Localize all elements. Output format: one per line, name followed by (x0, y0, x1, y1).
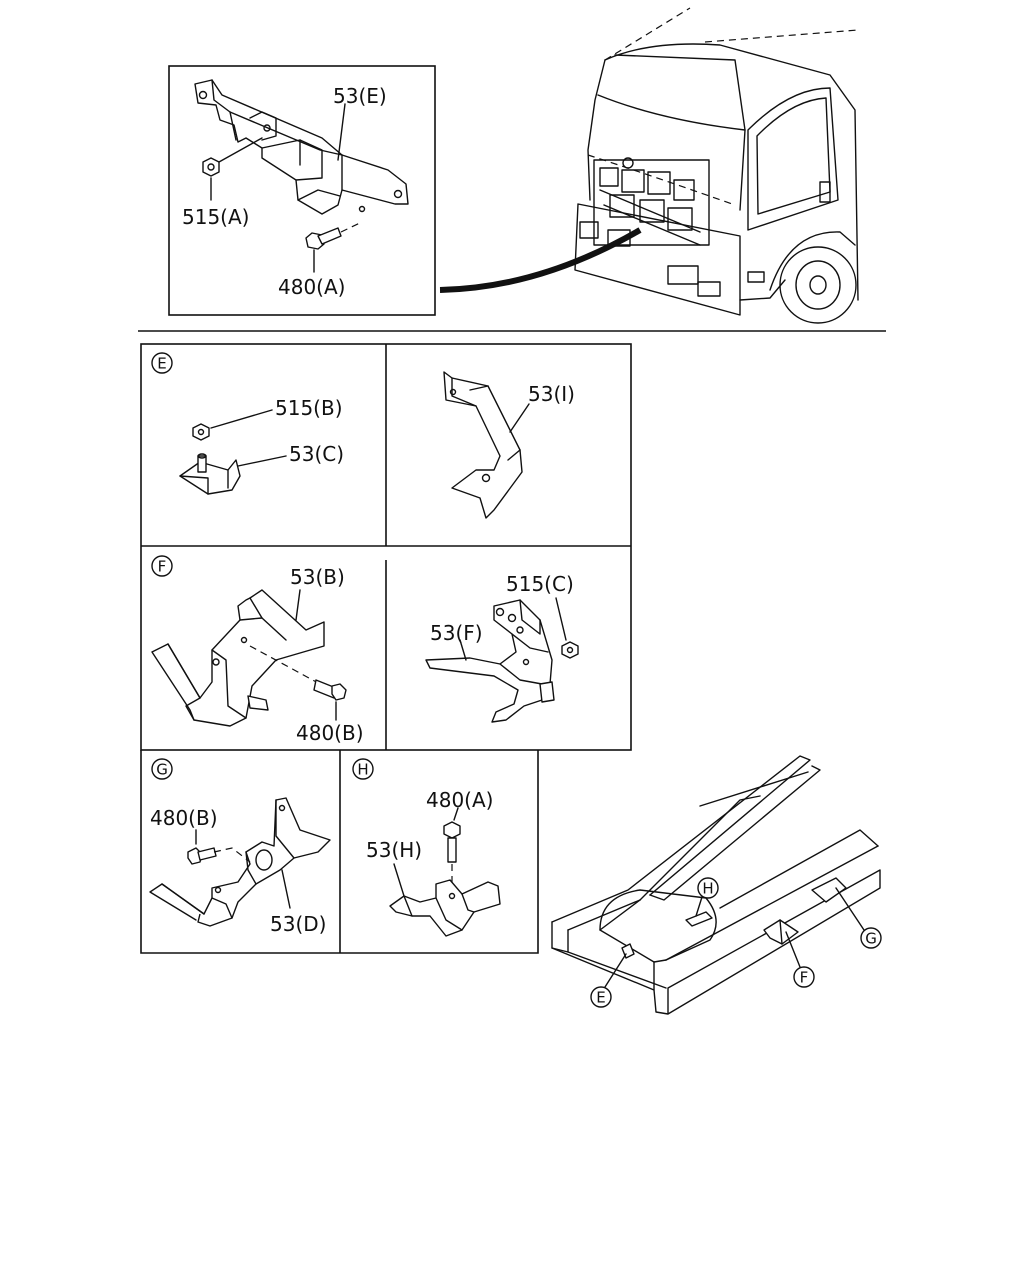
top-inset: 53(E) 515(A) 480(A) (168, 65, 436, 316)
bracket-53c-drawing (179, 453, 241, 495)
bracket-53b-drawing (151, 589, 325, 727)
top-inset-frame (168, 65, 436, 316)
callout-53c: 53(C) (289, 442, 344, 466)
panel-key-g: G (156, 761, 168, 779)
bolt-480a-drawing (305, 221, 363, 250)
bolt-480b-g-drawing (187, 847, 217, 865)
callout-53e: 53(E) (333, 84, 387, 108)
panel-key-h: H (357, 761, 368, 779)
callout-515c: 515(C) (506, 572, 574, 596)
panel-g: G 480(B) 53(D) (149, 758, 331, 936)
callout-53i: 53(I) (528, 382, 575, 406)
panel-i: 53(I) (443, 371, 575, 519)
nut-515b-drawing (192, 423, 210, 441)
callout-53h: 53(H) (366, 838, 422, 862)
bracket-53f-drawing (425, 599, 555, 723)
bracket-53i-drawing (443, 371, 523, 519)
leader-arrow (439, 227, 642, 293)
callout-53d: 53(D) (270, 912, 326, 936)
callout-53f: 53(F) (430, 621, 483, 645)
callout-480a-h: 480(A) (426, 788, 493, 812)
bolt-480b-drawing (313, 679, 347, 701)
frame-key-e: E (596, 989, 605, 1007)
callout-515a: 515(A) (182, 205, 249, 229)
panel-grid (140, 343, 632, 751)
panel-h: H 480(A) 53(H) (352, 758, 501, 937)
frame-key-g: G (865, 930, 877, 948)
frame-key-f: F (800, 969, 809, 987)
grille-drawing (593, 157, 710, 246)
panel-key-f: F (158, 558, 167, 576)
panel-e: E 515(B) 53(C) (151, 352, 344, 495)
bracket-53d-drawing (149, 797, 331, 927)
chassis-drawing (551, 755, 881, 1015)
callout-53b: 53(B) (290, 565, 345, 589)
callout-480b-f: 480(B) (296, 721, 364, 745)
nut-515c-drawing (561, 641, 579, 659)
bolt-480a-h-drawing (443, 821, 461, 863)
nut-515a-drawing (202, 137, 263, 177)
frame-callouts: H F G E (590, 877, 882, 1008)
panel-key-e: E (157, 355, 166, 373)
bracket-53h-drawing (389, 879, 501, 937)
bracket-53e-drawing (194, 79, 409, 215)
panel-f-right: 515(C) 53(F) (425, 572, 579, 723)
panel-f: F 53(B) 480(B) (151, 555, 364, 745)
truck-cab-drawing (574, 7, 859, 324)
callout-480b-g: 480(B) (150, 806, 218, 830)
callout-480a: 480(A) (278, 275, 345, 299)
callout-515b: 515(B) (275, 396, 343, 420)
frame-key-h: H (702, 880, 713, 898)
panel-gh-frame (140, 750, 539, 954)
